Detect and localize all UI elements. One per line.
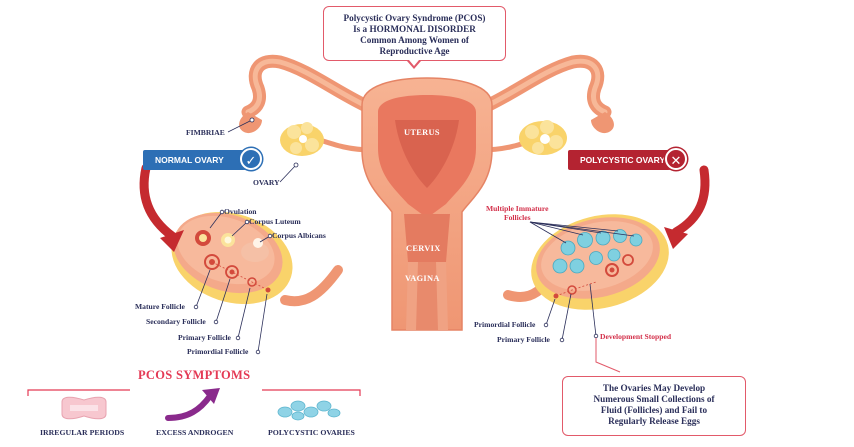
mature-follicle-mark <box>204 254 220 270</box>
polycystic-ovary-badge: POLYCYSTIC OVARY <box>568 150 678 170</box>
right-ovary-small <box>519 120 567 155</box>
poly-primary-label: Primary Follicle <box>497 335 550 344</box>
primordial-follicle-label: Primordial Follicle <box>187 347 249 356</box>
vagina-label: VAGINA <box>405 274 440 283</box>
mature-follicle-label: Mature Follicle <box>135 302 185 311</box>
cysts-icon <box>277 400 341 421</box>
check-icon: ✓ <box>240 148 262 170</box>
footer-line-4: Regularly Release Eggs <box>608 415 700 426</box>
symptoms-bracket <box>27 389 361 396</box>
header-line-4: Reproductive Age <box>379 45 450 56</box>
poly-primordial-label: Primordial Follicle <box>474 320 536 329</box>
symptom-irregular-periods: IRREGULAR PERIODS <box>40 428 125 437</box>
right-curved-arrow <box>664 165 710 249</box>
header-line-3: Common Among Women of <box>360 34 469 45</box>
arrow-up-icon <box>165 388 220 421</box>
left-fimbriae <box>239 112 262 134</box>
right-fallopian-tube <box>471 54 612 119</box>
left-ovary-small <box>280 122 324 156</box>
pad-icon <box>61 396 107 420</box>
immature-follicles-label: Multiple Immature Follicles <box>486 204 549 222</box>
secondary-follicle-label: Secondary Follicle <box>146 317 206 326</box>
corpus-albicans-mark <box>253 238 263 248</box>
primary-follicle-label: Primary Follicle <box>178 333 231 342</box>
ovaries-explanation-callout: The Ovaries May Develop Numerous Small C… <box>562 376 746 436</box>
pcos-definition-callout: Polycystic Ovary Syndrome (PCOS) Is a HO… <box>323 6 506 61</box>
poly-primary-follicle <box>567 285 577 295</box>
header-line-2: Is a HORMONAL DISORDER <box>353 23 476 34</box>
ovary-label: OVARY <box>253 178 280 187</box>
cervix-label: CERVIX <box>406 244 441 253</box>
header-line-1: Polycystic Ovary Syndrome (PCOS) <box>343 13 486 23</box>
left-fallopian-tube <box>241 54 382 119</box>
footer-line-1: The Ovaries May Develop <box>602 383 706 393</box>
poly-developing-follicle <box>605 263 619 277</box>
primary-follicle-mark <box>247 277 257 287</box>
polycystic-ovary-detail <box>503 214 669 310</box>
x-icon: ✕ <box>665 148 687 170</box>
symptom-excess-androgen: EXCESS ANDROGEN <box>156 428 234 437</box>
ovulation-label: Ovulation <box>224 207 257 216</box>
immature-label-line-1: Multiple Immature <box>486 204 549 213</box>
footer-line-2: Numerous Small Collections of <box>593 393 715 404</box>
corpus-luteum-label: Corpus Luteum <box>249 217 301 226</box>
footer-line-3: Fluid (Follicles) and Fail to <box>600 404 708 415</box>
right-fimbriae <box>591 112 614 134</box>
normal-ovary-badge: NORMAL OVARY <box>143 150 253 170</box>
development-stopped-label: Development Stopped <box>600 332 672 341</box>
corpus-albicans-label: Corpus Albicans <box>272 231 326 240</box>
cervix-shape <box>404 214 450 262</box>
primordial-follicle-mark <box>265 287 271 293</box>
immature-follicles <box>552 229 643 274</box>
uterus-illustration <box>239 54 614 331</box>
secondary-follicle-mark <box>225 265 239 279</box>
symptoms-title: PCOS SYMPTOMS <box>138 368 251 382</box>
normal-ovary-detail <box>171 211 343 307</box>
left-curved-arrow <box>139 163 184 252</box>
uterus-label: UTERUS <box>404 128 440 137</box>
fimbriae-label: FIMBRIAE <box>186 128 225 137</box>
immature-label-line-2: Follicles <box>503 213 531 222</box>
symptom-polycystic-ovaries: POLYCYSTIC OVARIES <box>268 428 355 437</box>
